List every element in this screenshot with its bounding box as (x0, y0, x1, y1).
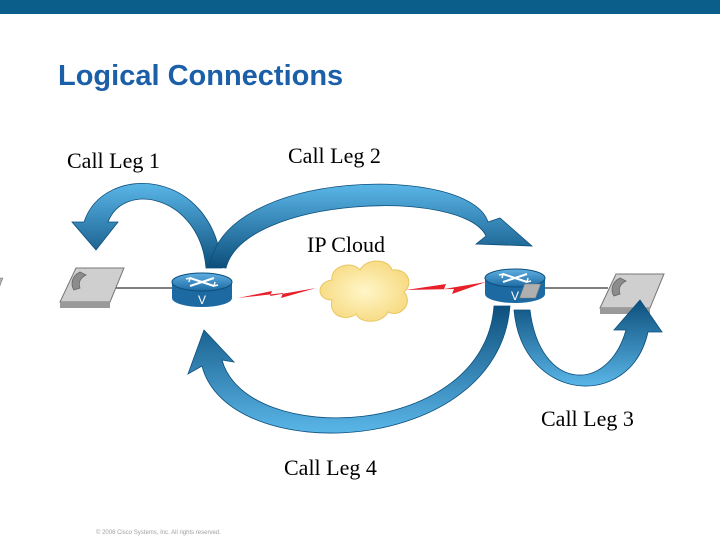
call-leg-4-label: Call Leg 4 (284, 455, 377, 480)
call-leg-1-arrow (71, 183, 223, 269)
serial-link-icon (238, 288, 316, 298)
serial-link-icon (406, 282, 486, 294)
top-bar (0, 0, 720, 14)
router-glyph: V (198, 293, 206, 307)
ip-cloud-icon (319, 260, 410, 322)
ip-phone-icon (0, 267, 125, 308)
voice-router-icon: V (171, 272, 233, 307)
call-leg-3-arrow (513, 299, 663, 387)
router-glyph: V (511, 289, 519, 303)
copyright-footer: © 2006 Cisco Systems, Inc. All rights re… (96, 530, 221, 536)
call-leg-2-arrow (209, 183, 534, 269)
call-leg-1-label: Call Leg 1 (67, 148, 160, 173)
call-leg-3-label: Call Leg 3 (541, 406, 634, 431)
page-title: Logical Connections (58, 60, 344, 92)
call-leg-4-arrow (187, 305, 511, 434)
ip-cloud-label: IP Cloud (307, 232, 386, 257)
call-leg-2-label: Call Leg 2 (288, 143, 381, 168)
